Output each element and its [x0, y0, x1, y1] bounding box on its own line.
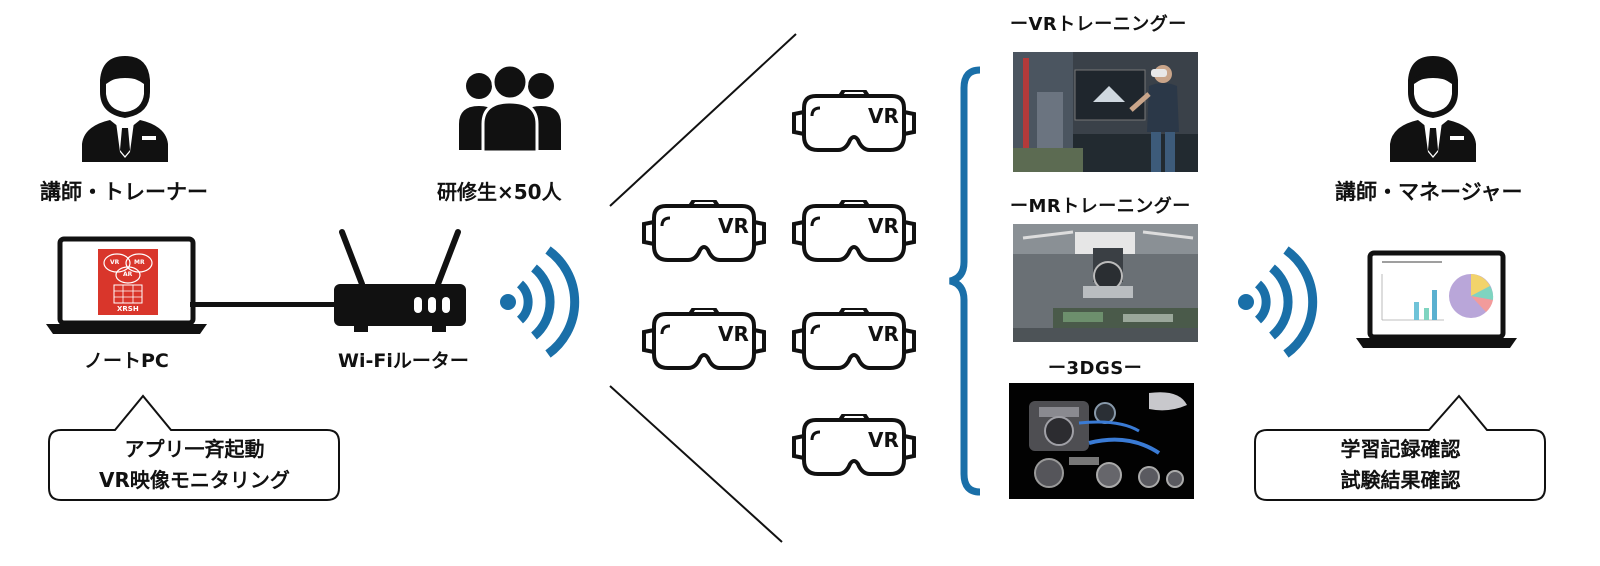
laptop-label: ノートPC — [84, 350, 169, 372]
vr-headset-icon: VR — [790, 198, 918, 268]
3dgs-title: ー3DGSー — [1048, 358, 1143, 379]
3dgs-photo — [1009, 383, 1194, 499]
screen-tag: MR — [134, 259, 145, 266]
vr-headset-icon: VR — [790, 306, 918, 376]
vr-headset-label: VR — [718, 322, 749, 346]
vr-training-photo — [1013, 52, 1198, 172]
vr-headset-icon: VR — [790, 88, 918, 158]
manager-person-icon — [1388, 52, 1478, 162]
laptop-screen-app: VR MR AR XRSH — [98, 249, 158, 315]
callout-line: アプリ一斉起動 — [124, 437, 265, 461]
vr-headset-label: VR — [868, 214, 899, 238]
manager-laptop — [1354, 250, 1519, 350]
wifi-signal-icon — [498, 244, 584, 360]
callout-line: 試験結果確認 — [1340, 468, 1461, 492]
trainer-callout: アプリ一斉起動 VR映像モニタリング — [47, 390, 342, 502]
trainer-person-icon — [80, 52, 170, 162]
manager-callout: 学習記録確認 試験結果確認 — [1253, 390, 1548, 502]
trainees-label: 研修生×50人 — [437, 180, 562, 204]
fan-lines — [609, 33, 797, 543]
mr-training-title: ーMRトレーニングー — [1010, 196, 1191, 217]
vr-headset-label: VR — [868, 322, 899, 346]
trainees-group-icon — [455, 62, 565, 154]
wifi-signal-icon — [1236, 244, 1322, 360]
vr-headset-icon: VR — [790, 412, 918, 482]
screen-tag: AR — [123, 271, 133, 278]
screen-brand: XRSH — [117, 305, 139, 313]
callout-line: VR映像モニタリング — [99, 468, 290, 492]
router-label: Wi-Fiルーター — [338, 350, 469, 372]
vr-training-title: ーVRトレーニングー — [1010, 14, 1187, 35]
cable-line — [190, 302, 340, 307]
mr-training-photo — [1013, 224, 1198, 342]
screen-tag: VR — [110, 259, 120, 266]
callout-line: 学習記録確認 — [1340, 437, 1461, 461]
trainer-label: 講師・トレーナー — [40, 180, 208, 204]
wifi-router-icon — [330, 226, 470, 336]
vr-headset-icon: VR — [640, 198, 768, 268]
grouping-brace — [949, 66, 981, 496]
vr-headset-label: VR — [718, 214, 749, 238]
vr-headset-icon: VR — [640, 306, 768, 376]
vr-headset-label: VR — [868, 104, 899, 128]
manager-label: 講師・マネージャー — [1335, 180, 1523, 204]
vr-headset-label: VR — [868, 428, 899, 452]
